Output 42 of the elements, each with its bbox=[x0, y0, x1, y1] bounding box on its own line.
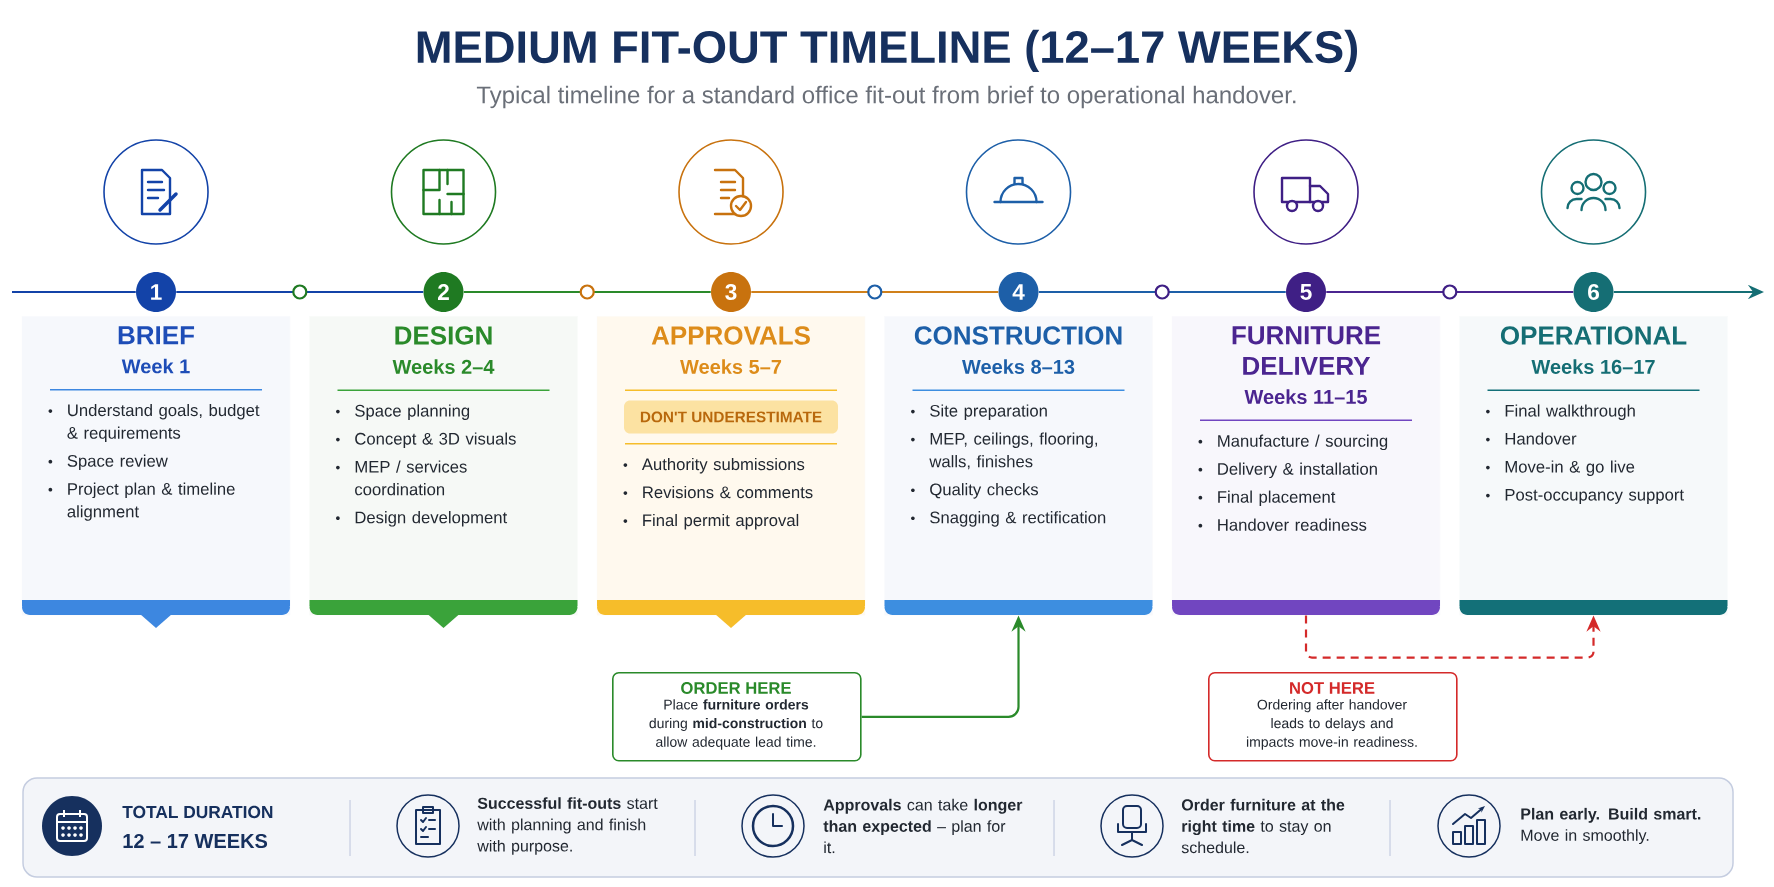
tip-text: Order furniture at the right time to stay on schedule. bbox=[1181, 798, 1345, 854]
callout-text: Place furniture orders during mid-construction to allow adequate lead time. bbox=[649, 699, 823, 750]
phase-title: FURNITURE DELIVERY bbox=[1232, 326, 1381, 375]
bullet-item: Final walkthrough bbox=[1486, 404, 1635, 420]
connector bbox=[1326, 290, 1574, 294]
connector bbox=[176, 290, 424, 294]
bullet-item: Move-in & go live bbox=[1486, 460, 1635, 476]
tip-text: Plan early. Build smart. Move in smoothly. bbox=[1521, 807, 1701, 845]
bullet-item: Site preparation bbox=[911, 404, 1047, 420]
connector bbox=[463, 290, 711, 294]
bullet-item: Handover bbox=[1486, 432, 1577, 445]
total-duration: 12 – 17 WEEKS bbox=[123, 833, 268, 849]
step-number: 1 bbox=[136, 272, 176, 312]
callout-heading: NOT HERE bbox=[1290, 682, 1375, 694]
bullet-item: Delivery & installation bbox=[1198, 462, 1377, 479]
connector bbox=[12, 290, 136, 294]
tip-text: Approvals can take longer than expected – plan for it. bbox=[823, 798, 1023, 854]
callout-heading: ORDER HERE bbox=[681, 682, 791, 694]
phase-title: OPERATIONAL bbox=[1500, 326, 1687, 345]
bullet-item: MEP, ceilings, flooring, walls, finishes bbox=[911, 432, 1098, 470]
week-range: Weeks 16–17 bbox=[1531, 359, 1655, 374]
step-number: 5 bbox=[1286, 272, 1326, 312]
phase-title: CONSTRUCTION bbox=[914, 326, 1122, 345]
step-number: 4 bbox=[998, 272, 1039, 312]
tip-text: Successful fit-outs start with planning and finish with purpose. bbox=[477, 797, 658, 855]
bullet-item: Snagging & rectification bbox=[911, 511, 1106, 527]
callout-text: Ordering after handover leads to delays and impacts move-in readiness. bbox=[1247, 699, 1417, 750]
bullet-item: Handover readiness bbox=[1198, 518, 1367, 531]
step-number: 2 bbox=[423, 272, 464, 312]
week-range: Weeks 11–15 bbox=[1244, 389, 1367, 405]
step-number: 3 bbox=[711, 272, 751, 312]
subtitle: Typical timeline for a standard office fit-out from brief to operational handover. bbox=[476, 85, 1296, 109]
bullet-item: Final placement bbox=[1198, 490, 1336, 507]
connector bbox=[1038, 290, 1286, 294]
bullet-item: Manufacture / sourcing bbox=[1198, 434, 1388, 451]
connector bbox=[751, 290, 999, 294]
title: MEDIUM FIT-OUT TIMELINE (12–17 WEEKS) bbox=[417, 29, 1357, 73]
total-duration: TOTAL DURATION bbox=[122, 805, 273, 819]
bullet-item: Post-occupancy support bbox=[1486, 489, 1684, 504]
week-range: Weeks 8–13 bbox=[962, 359, 1075, 374]
bullet-item: Quality checks bbox=[911, 483, 1039, 499]
step-number: 6 bbox=[1573, 272, 1614, 312]
